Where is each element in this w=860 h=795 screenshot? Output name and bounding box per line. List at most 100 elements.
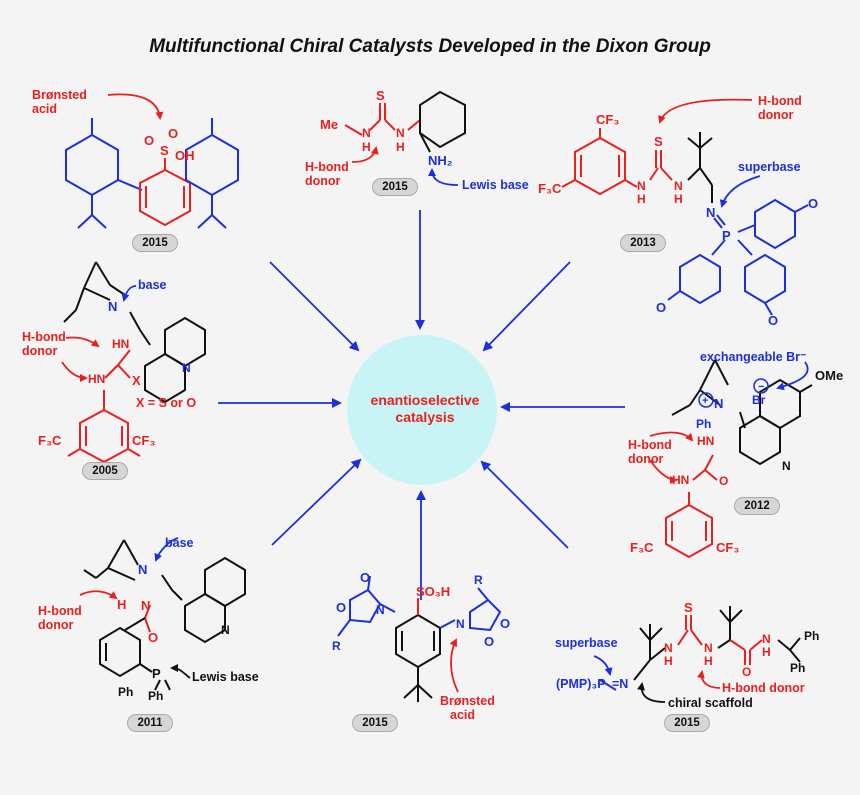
brt-h1: H: [664, 654, 673, 668]
ml-hn2: HN: [88, 372, 105, 386]
bl-n-base: N: [138, 562, 147, 577]
radial-arrows: [218, 210, 625, 600]
ml-x: X: [132, 373, 141, 388]
year-badge-bottom-center: 2015: [352, 714, 398, 732]
label-base-bl: base: [165, 536, 194, 550]
tr-h1: H: [637, 192, 646, 206]
lewis-arrow-tc: [428, 168, 459, 186]
svg-text:−: −: [758, 381, 764, 393]
center-line1: enantioselective: [370, 392, 480, 408]
tr-cf3-top: CF₃: [596, 112, 619, 127]
mr-o: O: [719, 474, 728, 488]
so3h-s: S: [160, 143, 169, 158]
mr-quin-n: N: [782, 459, 791, 473]
me-label: Me: [320, 117, 338, 132]
mr-ph: Ph: [696, 417, 711, 431]
tr-o3: O: [768, 313, 778, 328]
tr-o1: O: [808, 196, 818, 211]
mr-br: Br: [752, 393, 766, 407]
brt-ph1: Ph: [804, 629, 819, 643]
arrow-top-right: [482, 261, 571, 352]
lewis-arrow-bl: [170, 664, 191, 679]
tr-n1: N: [637, 179, 646, 193]
mr-n: N: [714, 396, 723, 411]
mr-cf3: CF₃: [716, 540, 739, 555]
nh2-label: NH₂: [428, 153, 453, 168]
bc-n2: N: [456, 617, 465, 631]
tc-n1: N: [362, 126, 371, 140]
bl-o: O: [148, 630, 158, 645]
bl-ph1: Ph: [118, 685, 133, 699]
tc-h1: H: [362, 140, 371, 154]
brt-s: S: [684, 600, 693, 615]
page-title: Multifunctional Chiral Catalysts Develop…: [149, 36, 711, 57]
label-hbond-tc: H-bond donor: [305, 160, 349, 188]
ml-hn: HN: [112, 337, 129, 351]
label-hbond-ml: H-bond donor: [22, 330, 66, 358]
label-hbond-bl: H-bond donor: [38, 604, 82, 632]
brt-h3: H: [762, 645, 771, 659]
brt-n2: N: [704, 641, 713, 655]
scaffold-arrow-br: [637, 682, 666, 703]
ammonium-plus: [698, 392, 714, 408]
ml-f3c: F₃C: [38, 433, 62, 448]
br-pmp3p: (PMP)₃P: [556, 677, 606, 691]
base-arrow-bl: [154, 537, 179, 562]
structure-top-right: [561, 128, 809, 316]
tc-n2: N: [396, 126, 405, 140]
arrow-top-left: [269, 261, 360, 352]
bc-o-ring1: O: [336, 600, 346, 615]
bl-ph2: Ph: [148, 689, 163, 703]
hbond-arrow-tr: [658, 98, 753, 124]
bc-n1: N: [376, 603, 385, 617]
bl-quin-n: N: [221, 623, 230, 637]
bl-h: H: [117, 597, 126, 612]
ml-cf3: CF₃: [132, 433, 155, 448]
arrow-bottom-right: [480, 460, 569, 549]
center-circle: [347, 335, 497, 485]
label-exchangeable-br: exchangeable Br⁻: [700, 350, 807, 364]
brt-n3: N: [762, 632, 771, 646]
hbond-arrow-br: [696, 670, 721, 689]
hbond-arrow-ml1: [65, 336, 100, 348]
bc-so3h: SO₃H: [416, 584, 450, 599]
label-superbase-tr: superbase: [738, 160, 801, 174]
bc-o1: O: [360, 570, 370, 585]
hbond-arrow-ml2: [61, 361, 88, 382]
tr-s: S: [654, 134, 663, 149]
label-xeq: X = S or O: [136, 396, 197, 410]
year-badge-bottom-right: 2015: [664, 714, 710, 732]
structure-top-center: [344, 90, 466, 153]
arrow-bottom-left: [271, 458, 362, 546]
label-hbond-mr: H-bond donor: [628, 438, 672, 466]
year-badge-mid-right: 2012: [734, 497, 780, 515]
year-badge-top-right: 2013: [620, 234, 666, 252]
mr-hn: HN: [697, 434, 714, 448]
year-badge-bottom-left: 2011: [127, 714, 173, 732]
tr-o2: O: [656, 300, 666, 315]
hbond-arrow-tc: [351, 146, 379, 163]
structure-bottom-right: [599, 606, 801, 691]
tr-h2: H: [674, 192, 683, 206]
so3h-o2: O: [168, 126, 178, 141]
svg-text:=N: =N: [612, 677, 628, 691]
label-lewis-bl: Lewis base: [192, 670, 259, 684]
structure-bottom-center: [337, 575, 502, 702]
structure-bottom-left: [83, 539, 246, 691]
label-superbase-br: superbase: [555, 636, 618, 650]
so3h-o1: O: [144, 133, 154, 148]
bc-r1: R: [332, 639, 341, 653]
mr-f3c: F₃C: [630, 540, 654, 555]
tc-h2: H: [396, 140, 405, 154]
brt-n1: N: [664, 641, 673, 655]
center-line2: catalysis: [395, 409, 455, 425]
ml-n-base: N: [108, 299, 117, 314]
bc-o-ring2: O: [500, 616, 510, 631]
bc-r2: R: [474, 573, 483, 587]
bc-o2: O: [484, 634, 494, 649]
svg-text:+: +: [702, 395, 708, 407]
tc-s: S: [376, 88, 385, 103]
mr-ome: OMe: [815, 368, 843, 383]
structure-mid-left: [63, 261, 206, 464]
